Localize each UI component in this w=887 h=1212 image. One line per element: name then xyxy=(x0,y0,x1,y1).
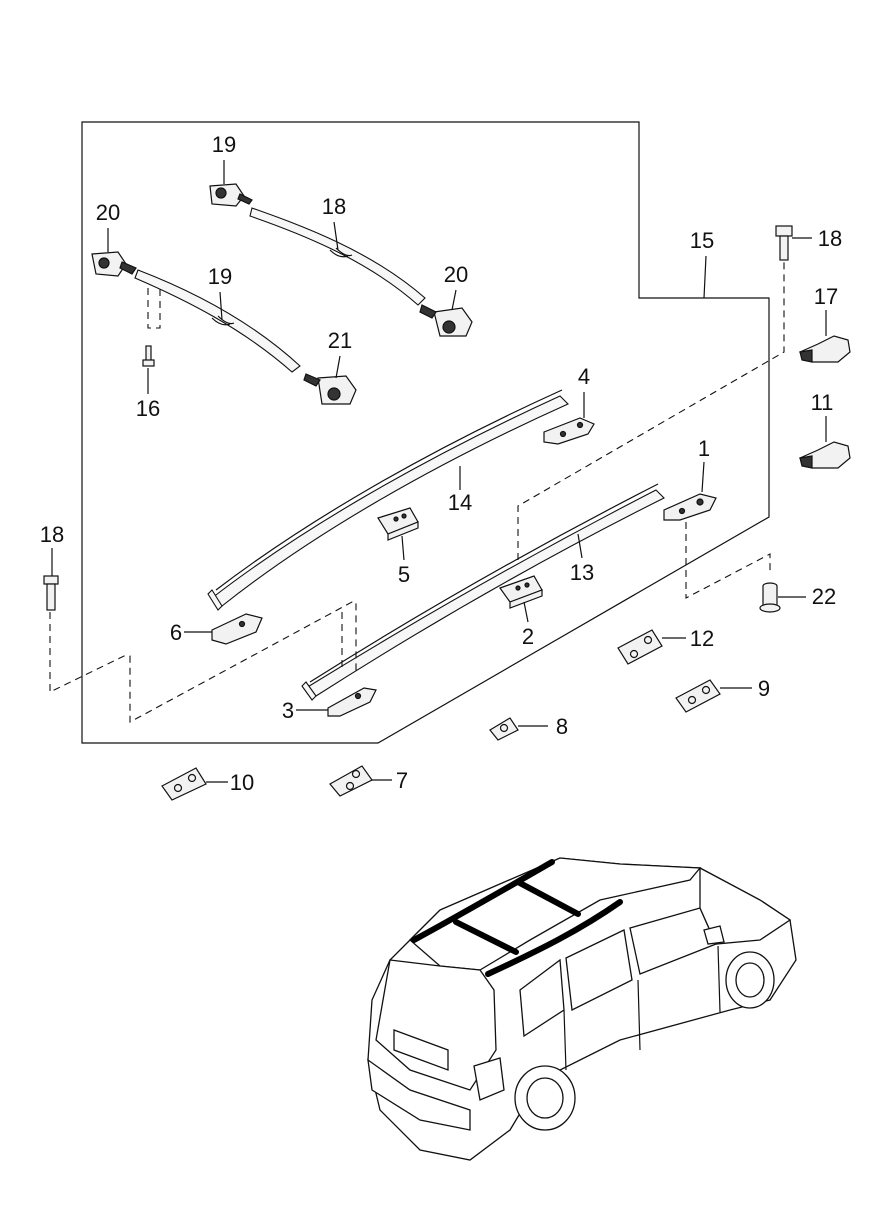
callout-labels: 19 20 18 19 20 21 16 4 14 5 1 13 2 6 3 1… xyxy=(40,132,842,795)
callout-20-lower: 20 xyxy=(96,200,120,225)
callout-12: 12 xyxy=(690,626,714,651)
callout-6: 6 xyxy=(170,620,182,645)
callout-11: 11 xyxy=(811,390,834,415)
callout-8: 8 xyxy=(556,714,568,739)
assembly-outline xyxy=(81,121,770,744)
callout-7: 7 xyxy=(396,768,408,793)
callout-18-left: 18 xyxy=(40,522,64,547)
cover-17 xyxy=(798,335,851,363)
callout-2: 2 xyxy=(522,624,534,649)
crossbar-upper xyxy=(209,183,473,337)
pad-5 xyxy=(377,507,419,541)
clip-9 xyxy=(675,679,721,713)
crossbar-front-highlight xyxy=(515,879,581,917)
side-rail-14 xyxy=(207,389,569,611)
bracket-4 xyxy=(543,417,595,445)
clip-8 xyxy=(489,717,519,741)
callout-13: 13 xyxy=(570,560,594,585)
bracket-1 xyxy=(663,493,717,521)
callout-3: 3 xyxy=(282,698,294,723)
clip-12 xyxy=(617,629,663,665)
callout-4: 4 xyxy=(578,364,590,389)
nut-22 xyxy=(759,582,781,613)
callout-9: 9 xyxy=(758,676,770,701)
leader-lines xyxy=(51,160,827,783)
callout-17: 17 xyxy=(814,284,838,309)
clip-7 xyxy=(329,765,373,797)
bracket-3 xyxy=(327,687,377,717)
vehicle-illustration xyxy=(367,857,797,1161)
callout-19-upper: 18 xyxy=(322,194,346,219)
pad-2 xyxy=(499,575,543,609)
side-rail-13 xyxy=(301,483,665,701)
callout-16: 16 xyxy=(136,396,160,421)
callout-21-upper: 20 xyxy=(444,262,468,287)
cover-11 xyxy=(798,441,851,469)
end-cap-upper-right xyxy=(419,304,473,337)
bracket-6 xyxy=(211,613,263,645)
screw-16 xyxy=(142,345,155,367)
bolt-18-left xyxy=(43,575,59,611)
crossbar-rear-highlight xyxy=(453,919,519,955)
callout-1: 1 xyxy=(698,436,710,461)
callout-18-right: 18 xyxy=(818,226,842,251)
callout-22: 22 xyxy=(812,584,836,609)
callout-5: 5 xyxy=(398,562,410,587)
callout-21-lower: 21 xyxy=(328,328,352,353)
callout-10: 10 xyxy=(230,770,254,795)
callout-15: 15 xyxy=(690,228,714,253)
roof-rail-right-highlight xyxy=(485,899,623,977)
callout-19-lower: 19 xyxy=(208,264,232,289)
bolt-18-right xyxy=(775,225,793,261)
end-cap-lower-right xyxy=(303,373,357,405)
roof-rail-left-highlight xyxy=(411,859,555,943)
clip-10 xyxy=(161,767,207,801)
end-cap-upper-left xyxy=(209,183,253,207)
crossbar-lower xyxy=(91,251,357,405)
callout-14: 14 xyxy=(448,490,472,515)
callout-20-upper: 19 xyxy=(212,132,236,157)
end-cap-lower-left xyxy=(91,251,137,277)
